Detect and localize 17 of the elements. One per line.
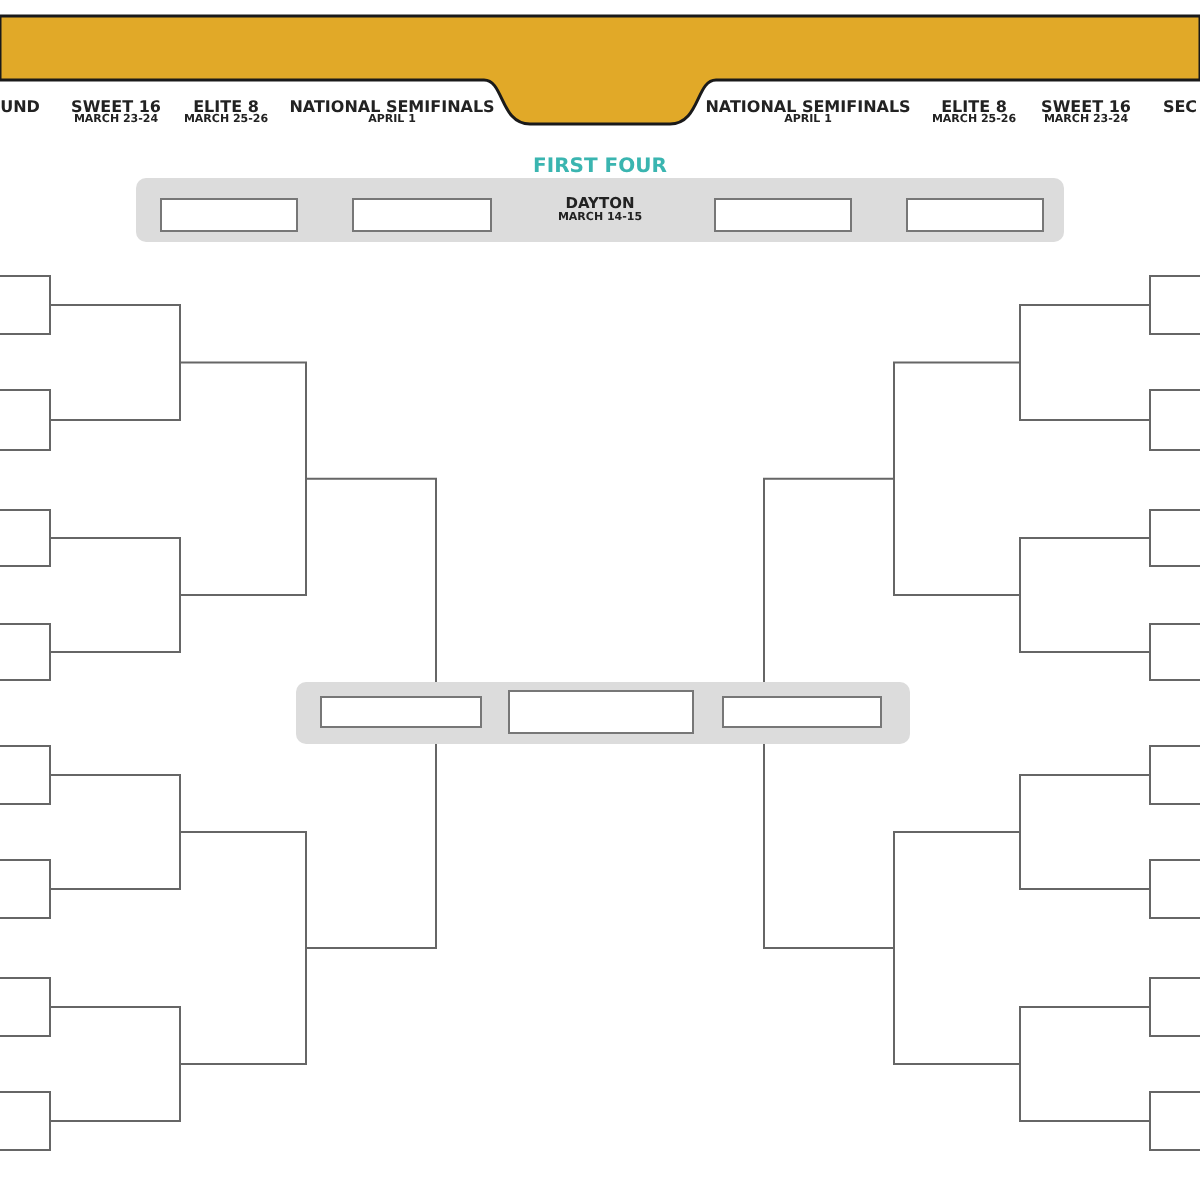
team-slot: [160, 198, 298, 232]
round-heading: NATIONAL SEMIFINALS: [705, 100, 911, 116]
team-slot: [714, 198, 852, 232]
round-heading: SWEET 16: [1041, 100, 1131, 116]
round-heading: SWEET 16: [71, 100, 161, 116]
round-heading: ELITE 8: [941, 100, 1007, 116]
team-slot: [320, 696, 482, 728]
round-heading: UND: [0, 100, 40, 116]
panel-heading: FIRST FOUR: [533, 158, 667, 178]
round-heading: SEC: [1162, 100, 1198, 116]
round-heading: NATIONAL SEMIFINALS: [289, 100, 495, 116]
team-slot: [352, 198, 492, 232]
game-panel: [296, 682, 910, 744]
team-slot: [508, 690, 694, 734]
team-slot: [722, 696, 882, 728]
team-slot: [906, 198, 1044, 232]
round-heading: ELITE 8: [193, 100, 259, 116]
